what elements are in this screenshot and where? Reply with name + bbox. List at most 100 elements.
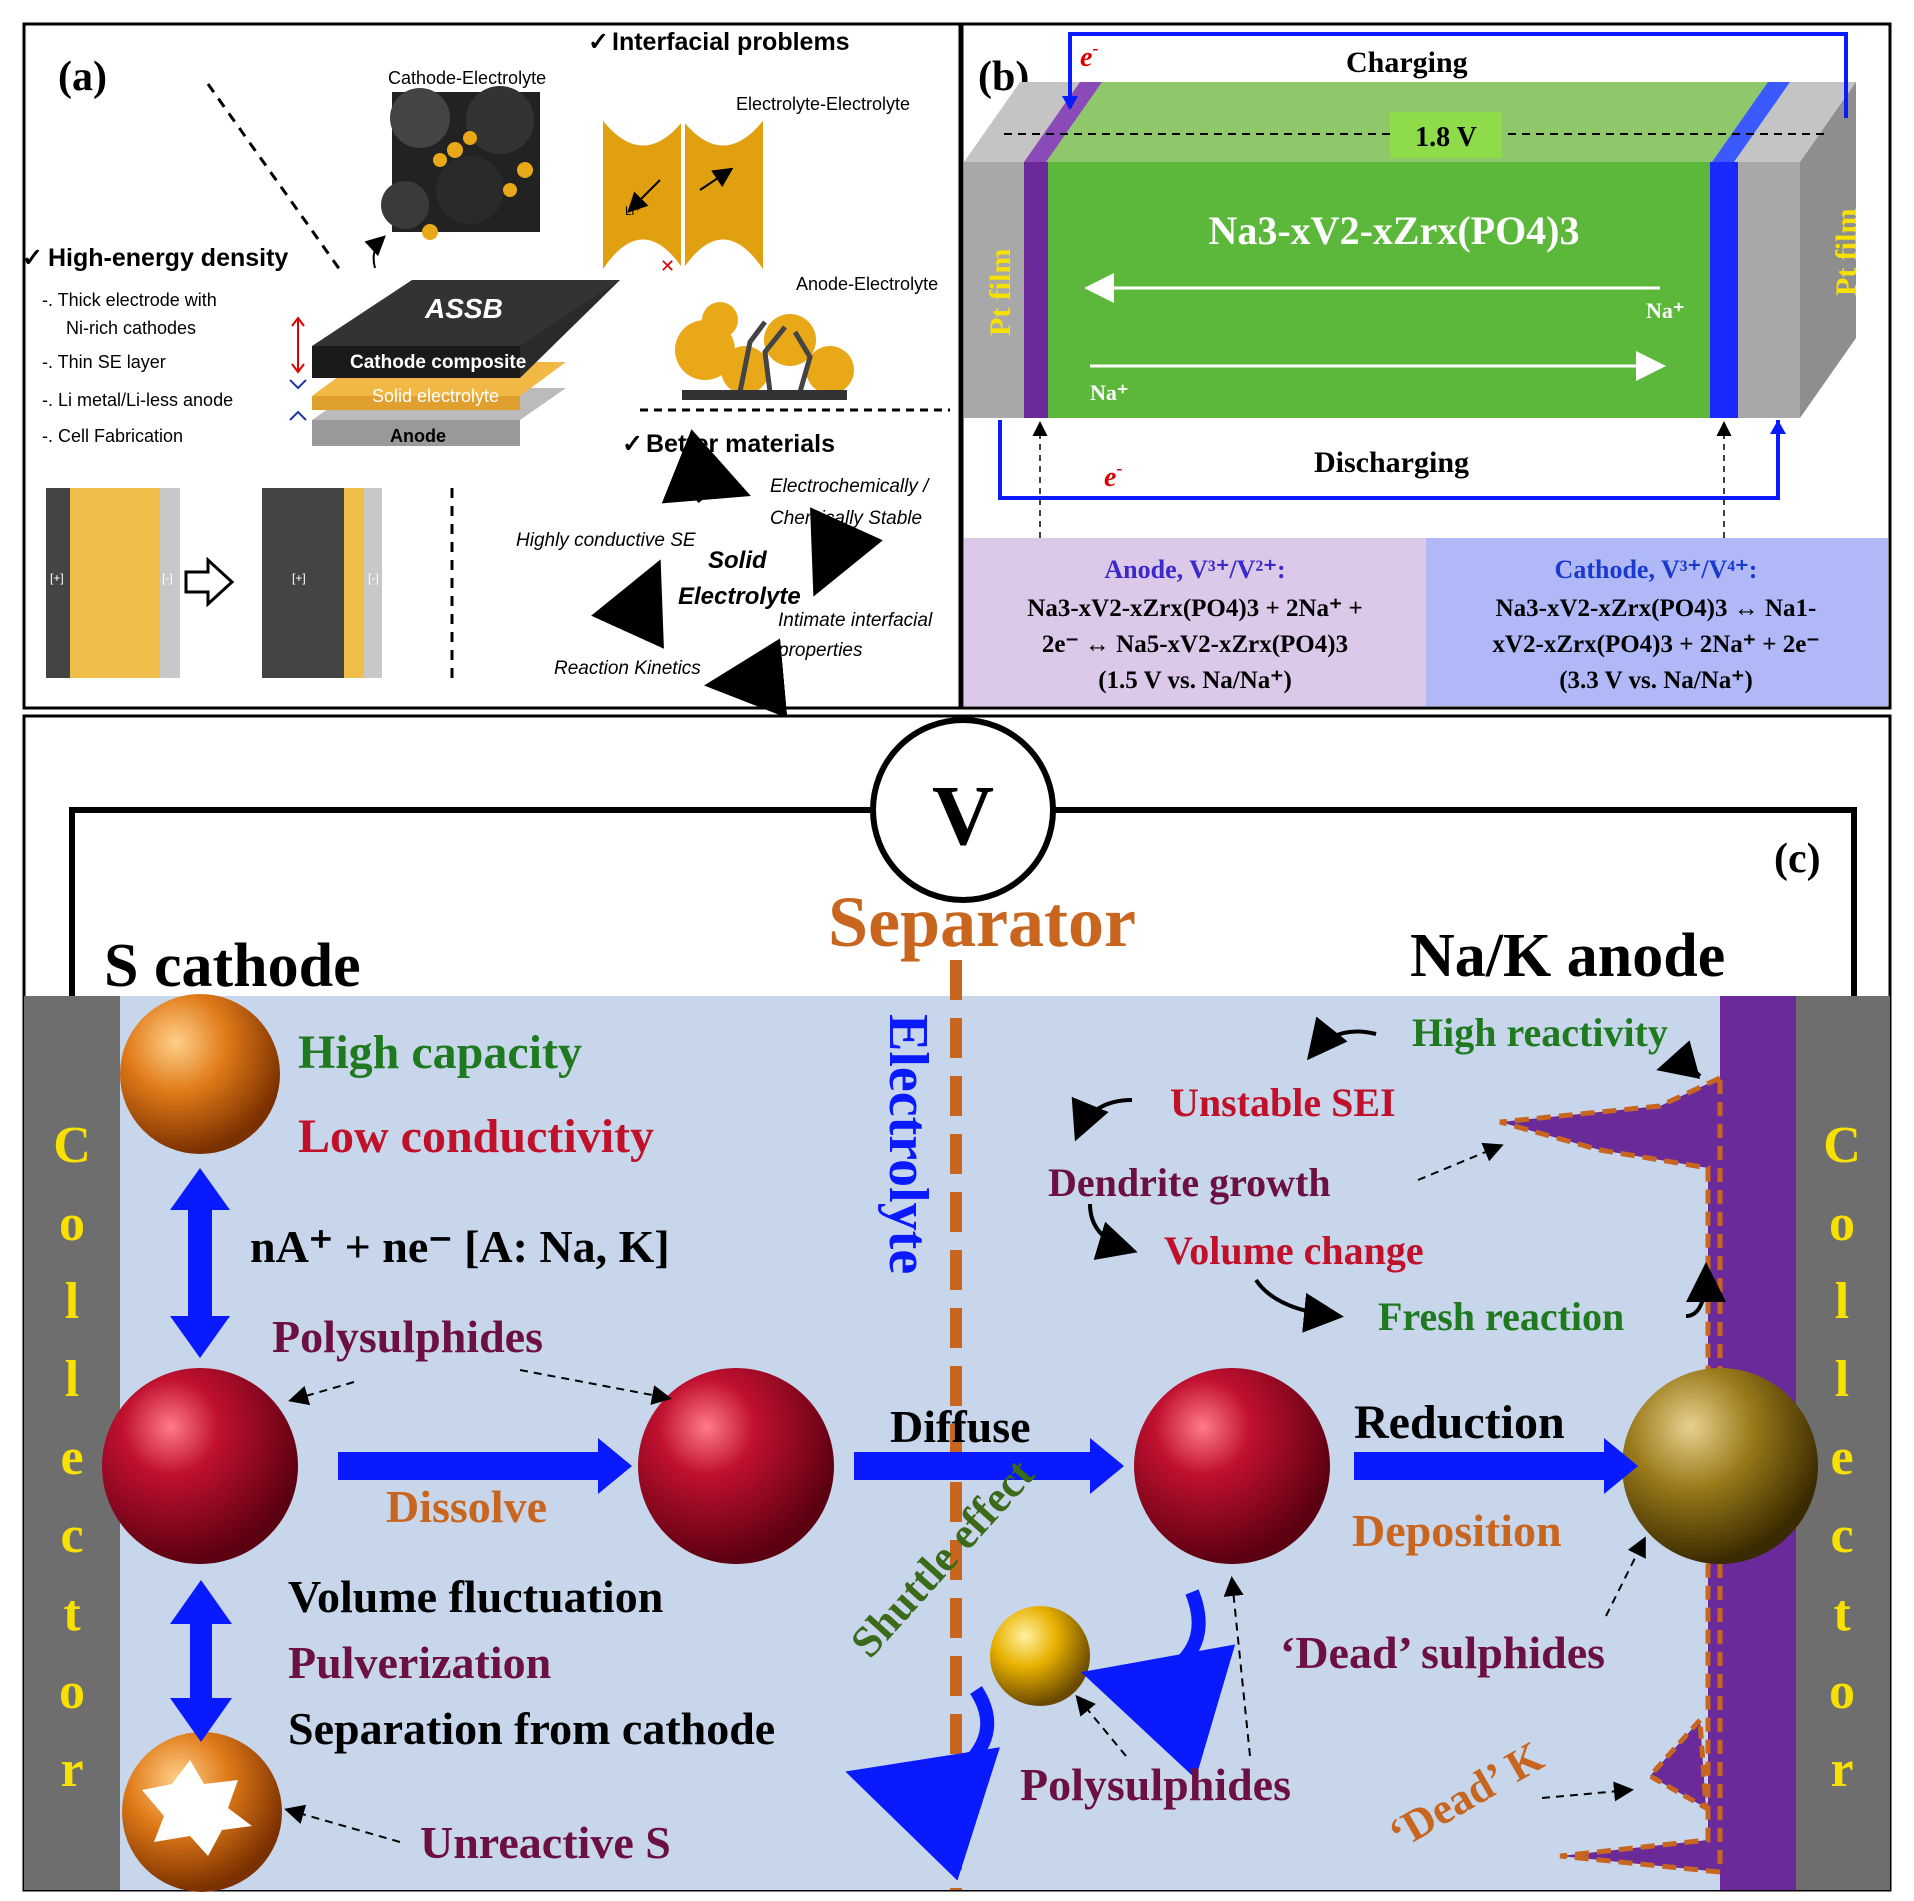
unreactive-s: Unreactive S: [420, 1817, 671, 1868]
cycle-arrow-1: [661, 429, 751, 504]
electrolyte-label: Electrolyte: [877, 1014, 939, 1274]
bullet-2: -. Thin SE layer: [42, 352, 166, 372]
cycle-item-4: Highly conductive SE: [516, 530, 696, 551]
electrolyte-electrolyte-label: Electrolyte-Electrolyte: [736, 94, 910, 114]
shuttle-arrow-2: [845, 1686, 1000, 1881]
anode-title: Na/K anode: [1410, 922, 1725, 990]
charging-wire: [1068, 32, 1848, 118]
voltmeter-label: V: [932, 767, 994, 863]
double-arrow-1: [170, 1168, 230, 1358]
purple-top: [1024, 82, 1102, 162]
fresh-reaction: Fresh reaction: [1378, 1294, 1624, 1339]
plus-label-2: [+]: [292, 571, 306, 585]
discharging-wire: [998, 420, 1780, 500]
anode-box: [964, 538, 1426, 706]
check-icon: ✓: [588, 28, 609, 56]
check-icon-3: ✓: [622, 430, 643, 458]
small-polysulphide-sphere: [990, 1606, 1090, 1706]
cathode-electrolyte-image: [381, 86, 540, 240]
volume-change: Volume change: [1164, 1228, 1424, 1273]
svg-text:C: C: [53, 1117, 91, 1174]
flow-arrow-3: [1088, 1203, 1138, 1260]
cell-side-face: [1800, 82, 1856, 418]
svg-text:l: l: [1835, 1351, 1849, 1408]
e-top: e-: [1080, 38, 1098, 73]
svg-text:o: o: [1829, 1195, 1855, 1252]
collector-right-label: Co ll ec to r: [1823, 1117, 1861, 1798]
cycle-item-2b: properties: [777, 640, 863, 661]
pointer-dead-k: [1541, 1781, 1634, 1802]
anode-line-2: 2e⁻ ↔ Na5-xV2-xZrx(PO4)3: [1042, 631, 1348, 658]
diffuse-label: Diffuse: [890, 1401, 1031, 1452]
cathode-line-1: Na3-xV2-xZrx(PO4)3 ↔ Na1-: [1496, 595, 1817, 622]
panel-a: (a) ✓ Interfacial problems Cathode-Elect…: [22, 22, 962, 719]
pointer-4: [1223, 1576, 1251, 1757]
svg-text:o: o: [59, 1663, 85, 1720]
minus-label: [-]: [162, 571, 173, 585]
unstable-sei: Unstable SEI: [1170, 1080, 1396, 1125]
dendrite: [1499, 1074, 1723, 1875]
minus-label-2: [-]: [368, 571, 379, 585]
polysulphide-sphere-1: [102, 1368, 298, 1564]
s-cathode-title: S cathode: [104, 932, 361, 1000]
check-icon-2: ✓: [22, 244, 43, 272]
dissolve-arrow: [338, 1438, 632, 1494]
cycle-item-1b: Chemically Stable: [770, 508, 922, 529]
separation-label: Separation from cathode: [288, 1703, 775, 1754]
stack-top-label: ASSB: [424, 293, 503, 324]
pointer-dead-sulphides: [1605, 1536, 1646, 1617]
reaction-equation: nA⁺ + ne⁻ [A: Na, K]: [250, 1221, 670, 1272]
svg-text:l: l: [1835, 1273, 1849, 1330]
wire-arrow-icon: [1062, 96, 1078, 110]
cycle-item-1: Electrochemically /: [770, 476, 930, 497]
cycle-item-3: Reaction Kinetics: [554, 658, 701, 679]
dissolve-label: Dissolve: [386, 1481, 547, 1532]
green-front: [1046, 162, 1712, 418]
cycle-arrow-3: [704, 638, 788, 719]
na-ion-right: Na⁺: [1646, 298, 1685, 323]
anode-line-3: (1.5 V vs. Na/Na⁺): [1098, 667, 1292, 694]
anode-electrolyte-label: Anode-Electrolyte: [796, 274, 938, 294]
deposition-label: Deposition: [1352, 1505, 1562, 1556]
deposited-sulphide-sphere: [1622, 1368, 1818, 1564]
polysulphide-sphere-3: [1134, 1368, 1330, 1564]
cathode-line-3: (3.3 V vs. Na/Na⁺): [1559, 667, 1753, 694]
svg-text:t: t: [63, 1585, 81, 1642]
e-bottom: e-: [1104, 458, 1122, 493]
panel-c: V (c) Separator S cathode Na/K anode Co …: [22, 714, 1892, 1892]
svg-text:C: C: [1823, 1117, 1861, 1174]
stack-se-label: Solid electrolyte: [372, 386, 499, 406]
panel-b: (b) e- Charging 1.8 V Na3-xV2-xZrx(PO4)3…: [960, 22, 1892, 710]
shuttle-arrow-1: [1081, 1589, 1236, 1779]
assb-stack: ASSB Cathode composite Solid electrolyte…: [289, 280, 620, 446]
flow-arrow-6: [1656, 1040, 1702, 1079]
high-capacity: High capacity: [298, 1026, 582, 1079]
polysulphide-sphere-2: [638, 1368, 834, 1564]
dashed-divider: [206, 83, 342, 271]
flow-arrow-1: [1306, 1016, 1377, 1061]
svg-text:o: o: [59, 1195, 85, 1252]
bullet-3: -. Li metal/Li-less anode: [42, 390, 233, 410]
svg-text:l: l: [65, 1351, 79, 1408]
cathode-box: [1426, 538, 1888, 706]
bullet-4: -. Cell Fabrication: [42, 426, 183, 446]
svg-text:l: l: [65, 1273, 79, 1330]
stack-cathode-label: Cathode composite: [350, 352, 526, 373]
anode-title: Anode, V³⁺/V²⁺:: [1104, 555, 1285, 584]
volume-fluctuation: Volume fluctuation: [288, 1571, 663, 1622]
voltage-label: 1.8 V: [1415, 122, 1477, 153]
formula-main: Na3-xV2-xZrx(PO4)3: [1208, 208, 1579, 253]
charging-label: Charging: [1346, 46, 1468, 79]
blue-film: [1710, 162, 1738, 418]
stack-anode-label: Anode: [390, 426, 446, 446]
polysulphides-label-bottom: Polysulphides: [1020, 1759, 1291, 1810]
sulfur-sphere: [120, 994, 280, 1154]
high-energy-title: High-energy density: [48, 244, 288, 272]
svg-text:c: c: [60, 1507, 83, 1564]
right-arrow-icon: [184, 556, 235, 608]
collector-left: [24, 996, 120, 1890]
panel-c-label: (c): [1774, 836, 1821, 882]
pt-film-right: Pt film: [1830, 209, 1863, 296]
reduction-label: Reduction: [1354, 1396, 1565, 1449]
pulverization: Pulverization: [288, 1637, 551, 1688]
